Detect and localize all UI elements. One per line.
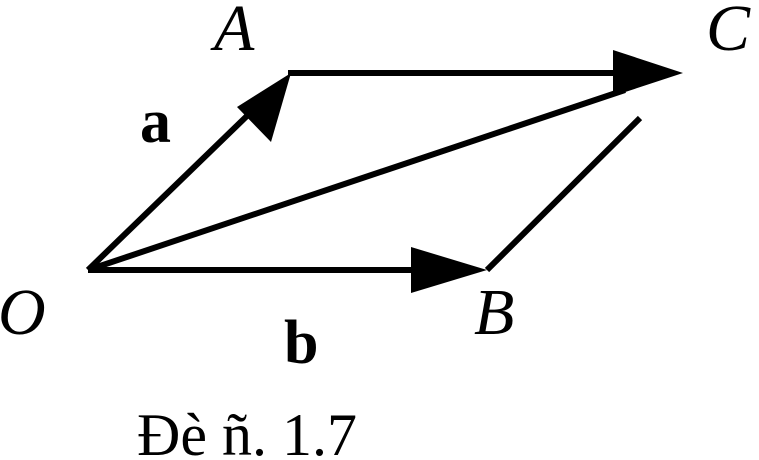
diagonal-o-to-c: [87, 87, 626, 273]
vector-label-b: b: [284, 309, 318, 377]
vector-a-arrow: [85, 73, 291, 273]
vector-label-a: a: [140, 88, 171, 156]
vector-b-arrow: [88, 247, 487, 293]
point-label-o: O: [0, 276, 46, 349]
point-label-a: A: [210, 0, 255, 65]
segment-a-to-c: [288, 50, 683, 96]
point-label-c: C: [706, 0, 751, 65]
segment-b-to-c: [484, 115, 643, 273]
point-label-b: B: [474, 276, 514, 349]
figure-caption: Đè ñ. 1.7: [137, 402, 357, 460]
